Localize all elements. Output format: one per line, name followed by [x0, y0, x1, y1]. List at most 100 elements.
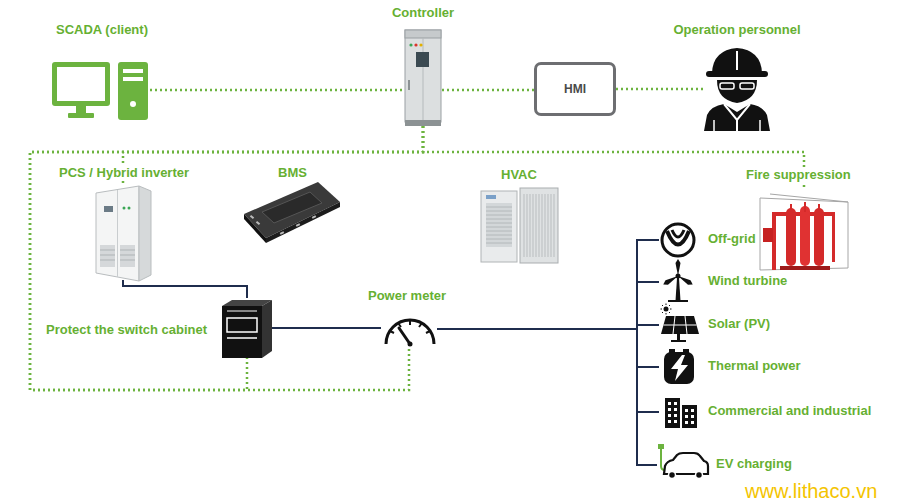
controller-cabinet-icon — [414, 43, 417, 46]
control-link — [150, 89, 404, 92]
off-grid-icon — [662, 224, 694, 256]
fire-suppression-icon — [814, 208, 824, 266]
gauge-icon — [408, 342, 413, 347]
operator-icon — [724, 104, 750, 120]
wind-turbine-icon — [676, 274, 681, 279]
inverter-icon — [120, 260, 135, 261]
inverter-icon — [139, 186, 151, 281]
solar-panel-icon — [671, 340, 686, 342]
power-meter: Power meter — [381, 312, 437, 346]
component-label: Controller — [391, 5, 455, 21]
buildings-icon — [691, 421, 694, 424]
inverter-icon — [120, 255, 135, 256]
control-link — [616, 88, 703, 91]
control-link — [30, 126, 423, 390]
ev-charging-icon — [669, 472, 676, 479]
inverter-icon — [100, 245, 115, 267]
operator-icon — [720, 83, 734, 89]
buildings-icon — [685, 409, 688, 412]
computer-icon — [76, 106, 86, 114]
pcs-inverter: PCS / Hybrid inverter — [95, 183, 151, 280]
buildings-icon — [665, 398, 697, 428]
component-label: Protect the switch cabinet — [45, 322, 208, 338]
computer-icon — [130, 101, 136, 107]
hvac-icon — [524, 194, 554, 257]
hvac-icon — [481, 191, 517, 262]
connector-group — [30, 89, 804, 465]
buildings-icon — [691, 415, 694, 418]
computer-icon — [68, 113, 94, 118]
inverter-icon — [120, 250, 135, 251]
buildings-icon — [674, 414, 677, 417]
buildings-icon — [685, 421, 688, 424]
power-line — [437, 329, 659, 367]
operator-icon — [704, 48, 770, 131]
wind-turbine-icon — [676, 259, 681, 276]
controller-cabinet-icon — [405, 30, 441, 126]
thermal-power: Thermal power — [659, 349, 697, 385]
component-label: Off-grid — [707, 231, 757, 247]
ev-charging: EV charging — [657, 447, 709, 483]
component-label: Operation personnel — [672, 22, 801, 38]
solar-panel-icon — [677, 334, 680, 341]
fire-suppression-icon — [804, 202, 806, 212]
controller-cabinet-icon — [405, 120, 441, 126]
buildings-icon — [691, 409, 694, 412]
switch-cabinet-icon — [227, 337, 257, 339]
switch-cabinet-icon — [262, 300, 272, 358]
component-label: Power meter — [367, 288, 447, 304]
fire-suppression-icon — [818, 204, 820, 212]
inverter-icon — [100, 255, 115, 256]
computer-icon — [57, 67, 105, 101]
fire-suppression-icon — [760, 194, 848, 270]
thermal-power-icon — [671, 355, 688, 381]
scada-computer: SCADA (client) — [52, 60, 150, 120]
operator-icon — [706, 71, 768, 77]
off-grid-icon — [662, 224, 694, 256]
switch-cabinet-icon — [222, 300, 272, 358]
inverter-icon — [96, 186, 139, 281]
switch-cabinet-icon — [227, 318, 257, 332]
buildings-icon — [668, 402, 694, 424]
bms-icon — [244, 182, 340, 243]
wind-turbine: Wind turbine — [659, 264, 697, 300]
hvac-icon — [481, 188, 558, 263]
inverter-icon — [123, 207, 126, 210]
control-link — [30, 126, 423, 390]
component-label: Commercial and industrial — [707, 403, 872, 419]
buildings-icon — [668, 408, 671, 411]
component-label: SCADA (client) — [55, 22, 149, 38]
ev-charging-icon — [658, 444, 708, 479]
operator-icon — [759, 120, 761, 131]
operator-icon — [713, 120, 715, 131]
switch-cabinet-icon — [227, 311, 257, 312]
operator-icon — [704, 104, 770, 131]
controller-cabinet: Controller — [404, 28, 442, 126]
component-label: EV charging — [715, 456, 793, 472]
solar-panel-icon — [664, 316, 697, 334]
bms-icon — [262, 192, 322, 223]
buildings-icon — [668, 420, 671, 423]
control-link — [442, 89, 534, 92]
power-line — [437, 240, 659, 329]
bms-icon — [244, 214, 266, 243]
wind-turbine-icon — [676, 278, 681, 301]
hvac-icon — [486, 195, 496, 199]
solar-panel-icon — [664, 307, 669, 312]
controller-cabinet-icon — [409, 43, 412, 46]
off-grid-icon — [667, 231, 689, 245]
component-label: HMI — [563, 81, 587, 97]
wind-turbine-icon — [668, 300, 688, 302]
thermal-power-icon — [664, 352, 694, 384]
inverter-icon — [100, 260, 115, 261]
computer-icon — [123, 77, 143, 81]
inverter-icon — [128, 207, 131, 210]
power-line — [437, 329, 659, 412]
controller-cabinet-icon — [423, 38, 424, 120]
operator-icon — [736, 51, 738, 70]
component-label: Fire suppression — [745, 167, 852, 183]
controller-cabinet-icon — [419, 43, 422, 46]
inverter-icon — [96, 186, 151, 281]
